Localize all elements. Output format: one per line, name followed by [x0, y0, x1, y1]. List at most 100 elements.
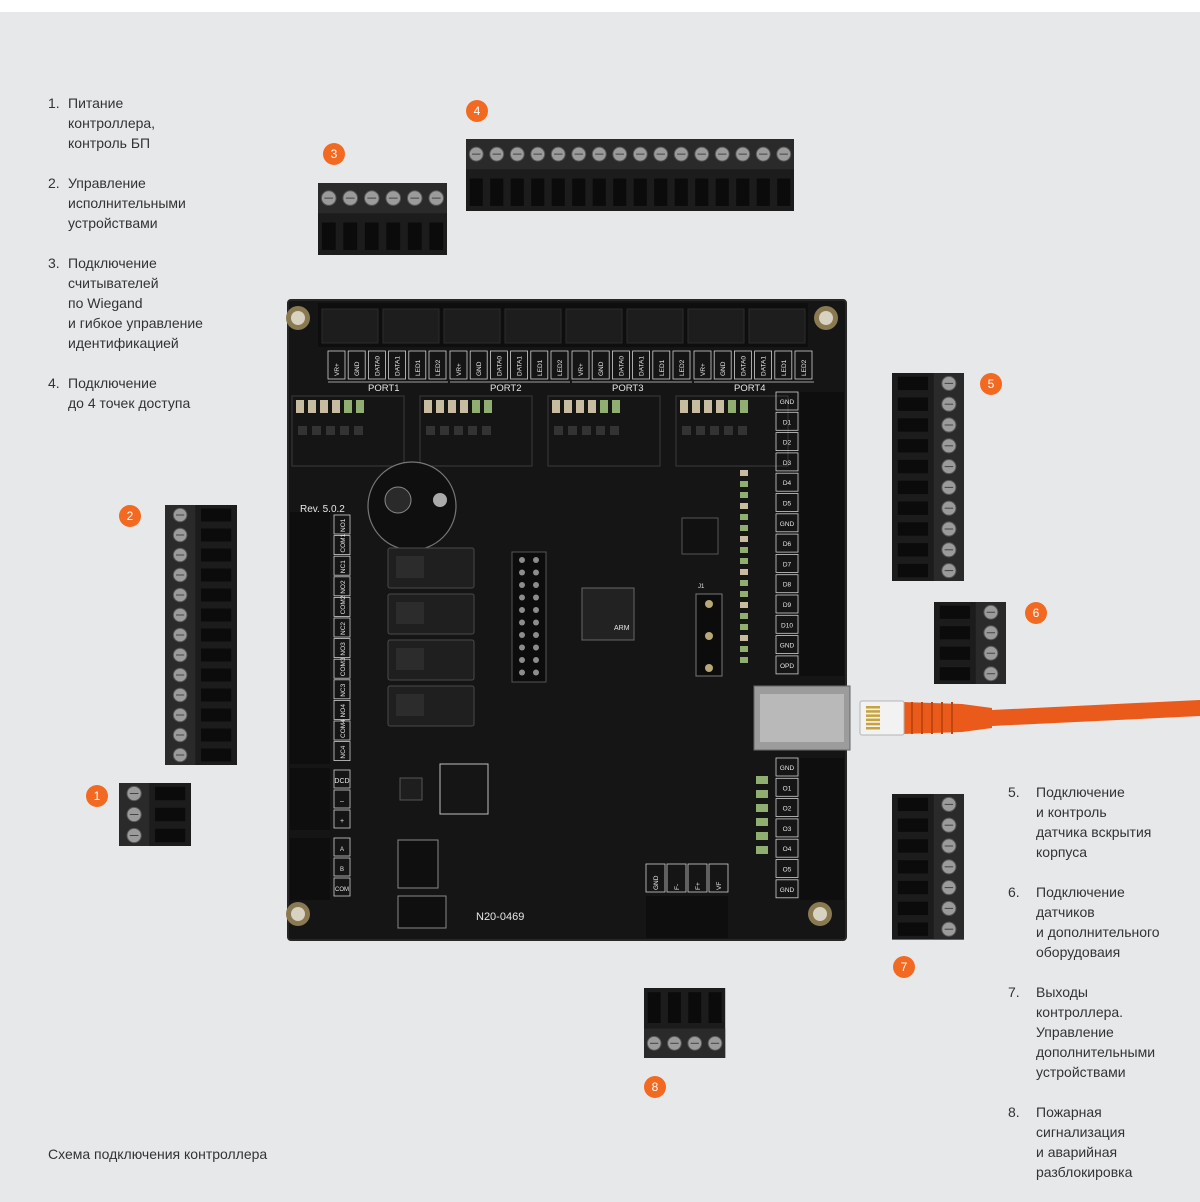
transistor	[554, 426, 563, 435]
terminal-socket	[633, 178, 647, 206]
rj45-contact	[866, 727, 880, 730]
terminal-blocks	[119, 139, 1006, 1058]
input-label-frame	[775, 614, 799, 634]
header-pin	[519, 557, 525, 563]
fire-label: VF	[716, 882, 723, 890]
input-label-frame	[775, 655, 799, 675]
status-led	[740, 547, 748, 553]
transistor	[340, 426, 349, 435]
status-led	[740, 657, 748, 663]
header-pin	[533, 607, 539, 613]
rj45-contact	[866, 710, 880, 713]
top-bar	[0, 0, 1200, 12]
terminal-socket	[321, 222, 336, 250]
relay-connector	[290, 512, 330, 764]
connector-housing	[565, 308, 623, 344]
input-label-frame	[775, 574, 799, 594]
port-pin-label: LED2	[435, 359, 442, 376]
smd-component	[472, 400, 480, 413]
input-connector	[800, 392, 844, 676]
port-pin-label: DATA1	[395, 356, 402, 376]
chip-outline	[397, 839, 439, 889]
relay-terminal-label: NO4	[340, 704, 347, 718]
component-area	[419, 395, 533, 467]
input-label: D7	[783, 561, 792, 568]
transistor	[596, 426, 605, 435]
terminal-socket	[897, 818, 928, 832]
smd-component	[552, 400, 560, 413]
smd-component	[436, 400, 444, 413]
transistor	[454, 426, 463, 435]
fire-label-frame	[666, 863, 687, 893]
output-label: GND	[780, 765, 795, 772]
pin-label-frame	[734, 350, 752, 380]
terminal-socket	[201, 648, 232, 662]
power-label-frame	[333, 769, 351, 789]
smd-component	[308, 400, 316, 413]
legend-text: Выходы контроллера. Управление дополните…	[1036, 984, 1156, 1080]
port-pin-label: DATA0	[374, 356, 381, 376]
input-label-frame	[775, 452, 799, 472]
header-pin	[533, 632, 539, 638]
terminal-socket	[897, 880, 928, 895]
relay-marking	[396, 694, 424, 716]
terminal-socket	[897, 418, 928, 432]
relay-terminal-label: NO2	[340, 580, 347, 594]
port-pin-label: VR+	[578, 363, 585, 376]
mcu-chip	[581, 587, 635, 641]
header-pin	[519, 669, 525, 676]
connector-housing	[626, 308, 684, 344]
transistor	[568, 426, 577, 435]
smd-component	[296, 400, 304, 413]
port-pin-label: GND	[720, 361, 727, 376]
legend-number: 5.	[1008, 784, 1020, 800]
output-label-frame	[775, 818, 799, 838]
legend-item: 6.Подключение датчиков и дополнительного…	[1008, 882, 1198, 962]
rs485-label-frame	[333, 857, 351, 877]
port-pin-label: GND	[476, 361, 483, 376]
badge-5: 5	[980, 373, 1002, 395]
revision-label: Rev. 5.0.2	[300, 504, 345, 515]
terminal-socket	[688, 992, 702, 1023]
port-label: PORT3	[612, 383, 644, 394]
ethernet-cable	[859, 700, 1200, 736]
fire-label: F+	[695, 882, 702, 890]
smd-component	[740, 400, 748, 413]
pin-label-frame	[449, 350, 468, 380]
input-label-frame	[775, 432, 799, 452]
input-label: GND	[780, 399, 795, 406]
mounting-hole-inner	[819, 311, 833, 325]
legend-number: 6.	[1008, 884, 1020, 900]
output-led	[756, 804, 768, 812]
terminal-socket	[469, 178, 483, 206]
rs485-label: A	[340, 847, 344, 853]
transistor	[724, 426, 733, 435]
terminal-socket	[201, 508, 232, 522]
terminal-socket	[897, 922, 928, 936]
terminal-socket	[510, 178, 524, 206]
status-led	[740, 481, 748, 487]
relay-label-frame	[333, 535, 351, 555]
rj45-contact	[866, 706, 880, 709]
output-label: O3	[783, 826, 792, 833]
relay-terminal-label: NO1	[340, 518, 347, 532]
relay-label-frame	[333, 720, 351, 741]
input-label-frame	[775, 493, 799, 512]
header-pin	[519, 582, 525, 588]
transistor	[710, 426, 719, 435]
badge-6: 6	[1025, 602, 1047, 624]
header-pin	[533, 644, 539, 651]
terminal-socket	[201, 688, 232, 702]
legend-text: Питание контроллера, контроль БП	[68, 95, 156, 151]
port-pin-label: LED1	[781, 359, 788, 376]
figure-caption: Схема подключения контроллера	[48, 1146, 268, 1162]
smd-component	[356, 400, 364, 413]
pin-label-frame	[571, 350, 590, 380]
legend-item: 8.Пожарная сигнализация и аварийная разб…	[1008, 1102, 1198, 1182]
board-model: N20-0469	[476, 911, 524, 923]
pin-label-frame	[530, 350, 549, 380]
pin-header	[511, 551, 547, 683]
output-led	[756, 776, 768, 784]
input-label: D3	[783, 460, 792, 467]
